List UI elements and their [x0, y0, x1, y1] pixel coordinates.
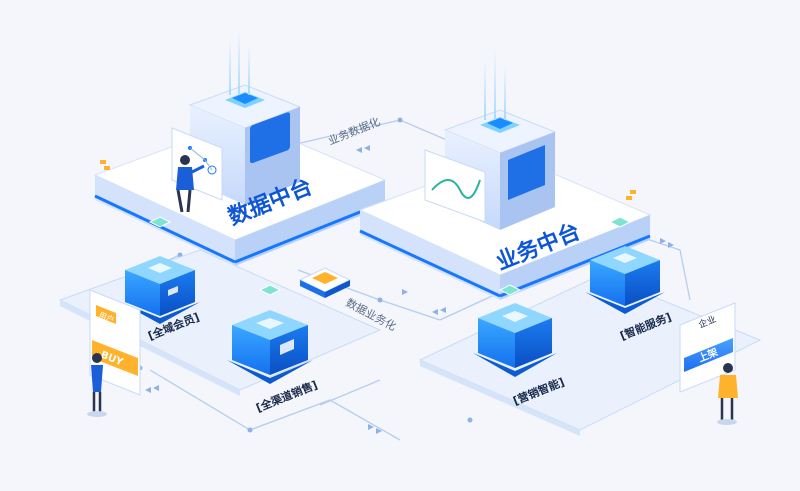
member-cube	[120, 256, 200, 324]
glow-markers	[148, 216, 632, 296]
enterprise-sign: 企业 上架	[679, 302, 736, 393]
business-datafication-label: 业务数据化	[326, 114, 382, 148]
marketing-cube	[473, 303, 557, 377]
cart-icon	[280, 339, 294, 355]
service-cube	[585, 246, 665, 314]
shopper-person	[87, 353, 107, 417]
data-server	[188, 84, 302, 205]
business-platform: 业务中台	[358, 50, 652, 300]
merchant-person	[717, 363, 738, 425]
connector-node	[298, 267, 352, 298]
analyst-person	[176, 155, 205, 213]
chart-screen-icon	[250, 112, 290, 164]
channel-label: [全渠道销售]	[254, 377, 320, 414]
channel-cube	[227, 310, 313, 384]
orange-markers	[100, 160, 636, 200]
flow-arrows	[145, 145, 696, 434]
hand-heart-icon	[168, 286, 178, 296]
marketing-service-tray	[418, 274, 762, 436]
trend-board	[424, 149, 486, 223]
data-platform: 数据中台	[93, 30, 387, 266]
